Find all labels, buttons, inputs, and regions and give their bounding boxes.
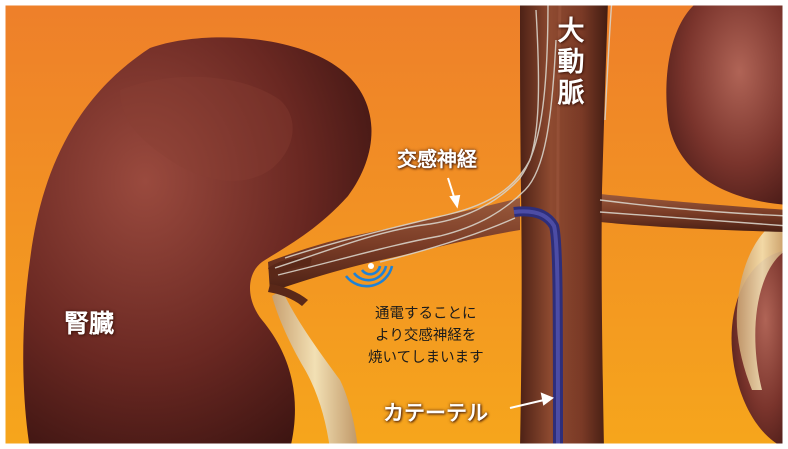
aorta-label: 大動脈 xyxy=(553,16,589,109)
kidney-label: 腎臓 xyxy=(64,304,114,340)
ablation-note-line: より交感神経を xyxy=(368,325,484,347)
ablation-note: 通電することに より交感神経を 焼いてしまいます xyxy=(368,303,484,369)
sympathetic-nerve-label: 交感神経 xyxy=(397,143,477,172)
catheter-label: カテーテル xyxy=(383,397,488,427)
ablation-note-line: 焼いてしまいます xyxy=(368,347,484,369)
ablation-note-line: 通電することに xyxy=(368,303,484,325)
